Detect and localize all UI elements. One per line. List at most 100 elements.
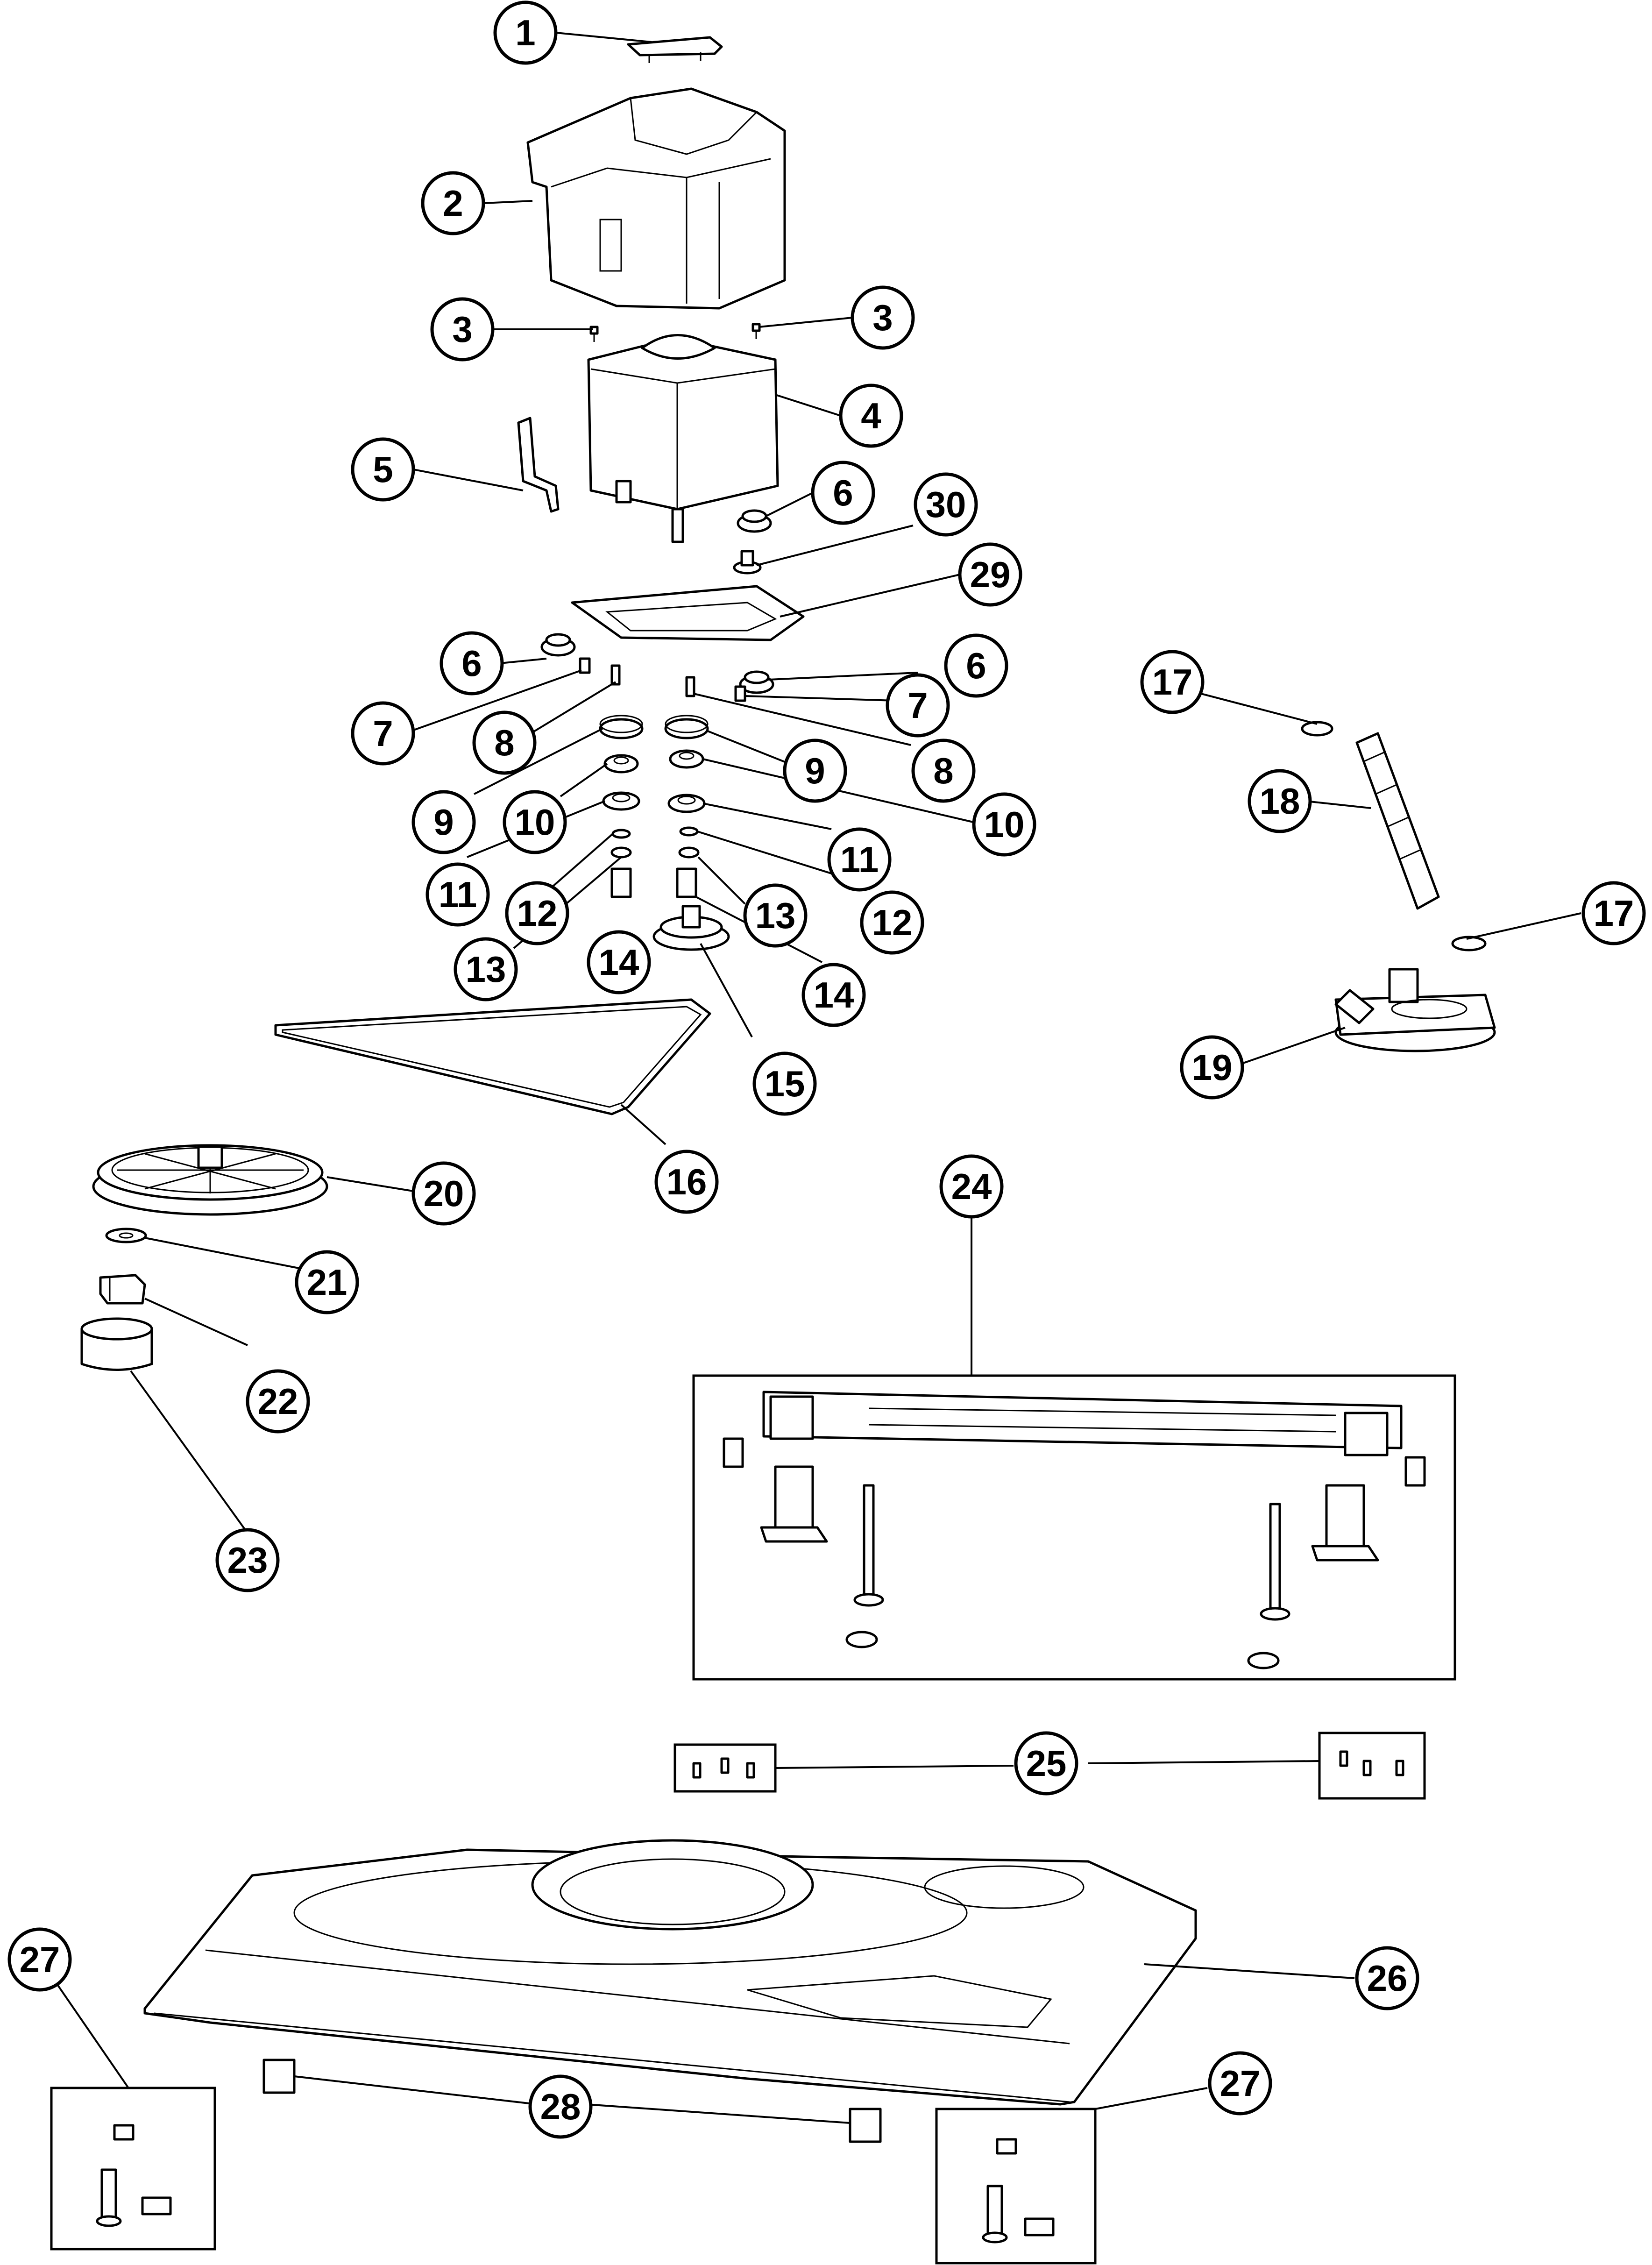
part-28-clip-right [849,2108,882,2143]
callout-10b: 10 [972,792,1036,857]
callout-23: 23 [215,1528,280,1592]
svg-text:7: 7 [373,713,393,754]
part-5-bracket [517,417,560,513]
part-24-leg-bracket-right [1311,1484,1379,1562]
part-9-washer-left [599,715,644,739]
svg-text:3: 3 [872,297,893,338]
callout-11b: 11 [827,827,892,892]
callout-9a: 9 [411,790,476,854]
svg-text:12: 12 [872,902,913,943]
callout-8b: 8 [911,738,976,803]
callout-21: 21 [295,1250,359,1314]
svg-text:5: 5 [373,449,393,490]
callout-14b: 14 [801,963,866,1027]
callout-10a: 10 [503,790,567,854]
callout-17a: 17 [1140,650,1205,714]
part-10-bushing-left [603,754,639,774]
part-11-bushing-right [667,794,706,813]
svg-text:18: 18 [1260,781,1300,822]
part-25-box-right [1318,1732,1426,1800]
svg-text:22: 22 [258,1381,298,1422]
svg-text:28: 28 [540,2086,581,2127]
svg-text:6: 6 [833,472,853,513]
svg-text:21: 21 [307,1262,347,1303]
svg-text:9: 9 [805,750,825,791]
callout-16: 16 [654,1150,719,1214]
svg-text:3: 3 [452,309,472,350]
part-27-box-left [50,2087,216,2251]
part-24-bolt-left [845,1484,884,1648]
part-12-washer-left [611,829,631,839]
part-8-pin-right [685,676,695,697]
svg-text:8: 8 [494,722,514,763]
callout-22: 22 [246,1369,310,1434]
callout-6c: 6 [944,633,1008,698]
callout-29: 29 [958,542,1022,607]
part-8-pin-left [610,664,621,686]
part-24-box [692,1374,1456,1681]
svg-text:10: 10 [984,804,1025,845]
svg-text:10: 10 [515,802,555,843]
svg-text:14: 14 [814,974,854,1015]
svg-text:13: 13 [466,949,506,990]
svg-text:6: 6 [966,645,986,686]
callout-13b: 13 [743,883,808,948]
svg-text:30: 30 [926,484,966,525]
part-24-leg-bracket-left [760,1465,828,1543]
part-13-clip-right [676,846,700,898]
callout-3a: 3 [430,297,495,362]
callout-8a: 8 [472,710,537,775]
svg-text:13: 13 [755,895,796,936]
svg-text:16: 16 [666,1161,707,1202]
part-15-pulley [652,905,730,951]
part-7-pin-left [579,657,591,674]
part-10-bushing-right [669,749,704,769]
part-1-cap [627,36,723,63]
callout-7b: 7 [886,673,950,738]
callout-17b: 17 [1581,881,1646,945]
callout-4: 4 [839,383,903,448]
leader-lines [50,32,1581,2124]
part-18-hose [1355,732,1440,910]
callout-1: 1 [493,0,558,65]
svg-text:8: 8 [933,750,953,791]
svg-text:17: 17 [1594,893,1634,934]
callout-20: 20 [411,1161,476,1226]
part-9-washer-right [664,715,709,739]
svg-text:6: 6 [461,643,482,684]
svg-text:11: 11 [840,839,879,880]
part-26-base [143,1839,1197,2106]
part-24-rail [723,1391,1426,1487]
callout-5: 5 [351,437,415,502]
part-17-clamp-top [1301,721,1333,737]
callout-26: 26 [1355,1946,1419,2010]
svg-text:27: 27 [1220,2063,1261,2104]
callout-11a: 11 [425,862,490,927]
part-21-washer [105,1228,147,1243]
callout-12a: 12 [505,881,569,945]
svg-text:20: 20 [424,1173,464,1214]
svg-text:15: 15 [765,1063,805,1104]
callout-13a: 13 [454,937,518,1001]
callout-28: 28 [528,2074,593,2139]
svg-text:19: 19 [1192,1047,1233,1088]
callout-3b: 3 [851,285,915,350]
svg-text:7: 7 [908,685,928,726]
callout-27a: 27 [7,1927,72,1992]
callout-9b: 9 [783,738,847,803]
part-24-bolt-right [1247,1503,1290,1669]
part-11-bushing-left [602,791,640,811]
callout-15: 15 [752,1051,817,1116]
callout-6a: 6 [811,461,875,525]
callout-6b: 6 [440,631,504,696]
callout-27b: 27 [1208,2051,1272,2116]
svg-text:23: 23 [227,1540,268,1581]
part-25-box-left [674,1743,777,1793]
part-7-pin-right [734,685,746,702]
part-2-shroud [526,87,786,310]
part-23-sleeve [80,1317,153,1371]
svg-text:12: 12 [517,893,558,934]
part-22-nut [99,1274,146,1305]
part-27-box-right [935,2108,1097,2265]
part-20-large-pulley [92,1144,328,1216]
